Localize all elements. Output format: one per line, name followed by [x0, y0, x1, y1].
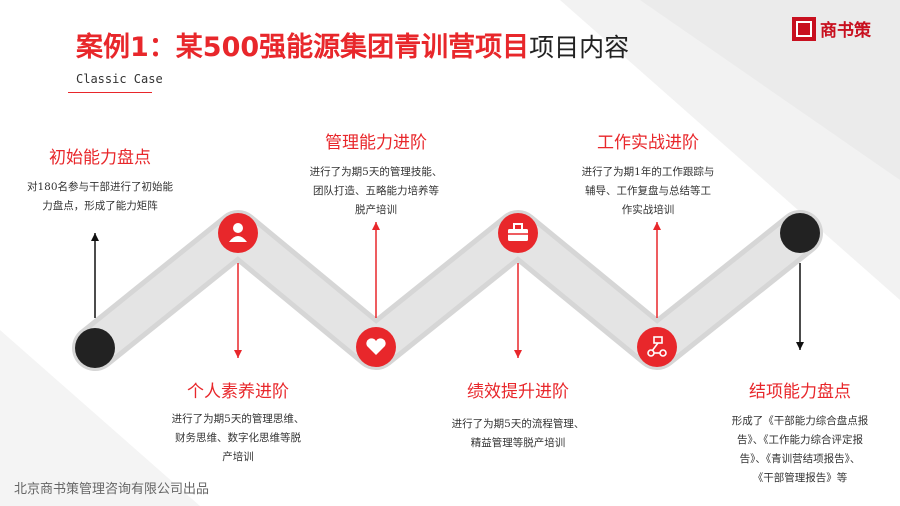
stage-description-line: 产培训: [222, 451, 254, 463]
stage-arrow-3: [372, 222, 380, 318]
brand-logo: 商书策: [792, 16, 871, 41]
stage-node-4: [498, 213, 538, 253]
page-title: 案例1：某500强能源集团青训营项目项目内容: [76, 34, 629, 61]
stage-description-line: 告》、《青训营结项报告》、: [739, 453, 861, 465]
stage-description-line: 进行了为期5天的管理思维、: [171, 413, 305, 425]
heart-icon: [366, 338, 386, 355]
stage-description-line: 形成了《干部能力综合盘点报: [731, 415, 869, 427]
page-subtitle: Classic Case: [76, 72, 163, 86]
stage-description-line: 辅导、工作复盘与总结等工: [585, 185, 711, 197]
stage-description-line: 进行了为期5天的流程管理、: [451, 418, 585, 430]
stage-arrow-2: [234, 263, 242, 358]
stage-arrow-5: [653, 222, 661, 318]
stage-description-2: 进行了为期5天的管理思维、财务思维、数字化思维等脱产培训: [172, 410, 305, 467]
footer-credit: 北京商书策管理咨询有限公司出品: [14, 482, 210, 497]
robot-icon: [647, 336, 667, 357]
stage-description-line: 进行了为期5天的管理技能、: [309, 166, 443, 178]
stage-description-5: 进行了为期1年的工作跟踪与辅导、工作复盘与总结等工作实战培训: [582, 163, 715, 220]
brand-logo-text: 商书策: [820, 21, 871, 41]
stage-description-line: 精益管理等脱产培训: [470, 437, 566, 449]
zigzag-band: [72, 210, 823, 371]
stage-arrow-4: [514, 263, 522, 358]
stage-arrows: [91, 222, 804, 358]
brand-logo-icon: [792, 16, 816, 41]
stage-title-2: 个人素养进阶: [187, 382, 289, 402]
stage-description-line: 财务思维、数字化思维等脱: [175, 432, 301, 444]
stage-node-6: [780, 213, 820, 253]
stage-title-1: 初始能力盘点: [49, 148, 151, 168]
stage-title-3: 管理能力进阶: [325, 133, 427, 153]
stage-description-line: 力盘点，形成了能力矩阵: [42, 200, 158, 212]
person-icon: [229, 223, 247, 242]
zigzag-band-inner: [77, 215, 818, 366]
stage-nodes: [75, 213, 820, 368]
page-title-main: 案例1：某500强能源集团青训营项目: [76, 32, 530, 63]
stage-arrow-6: [796, 263, 804, 350]
stage-title-4: 绩效提升进阶: [467, 382, 569, 402]
subtitle-underline: [68, 92, 152, 93]
stage-description-6: 形成了《干部能力综合盘点报告》、《工作能力综合评定报告》、《青训营结项报告》、《…: [732, 412, 869, 488]
stage-title-5: 工作实战进阶: [597, 133, 699, 153]
stage-description-line: 《干部管理报告》等: [752, 472, 848, 484]
stage-description-line: 作实战培训: [621, 204, 675, 216]
page-title-suffix: 项目内容: [529, 33, 630, 62]
toolbox-icon: [508, 223, 528, 241]
stage-description-line: 脱产培训: [355, 204, 397, 216]
stage-node-3: [356, 327, 396, 367]
stage-description-line: 告》、《工作能力综合评定报: [737, 434, 863, 446]
stage-title-6: 结项能力盘点: [749, 382, 851, 402]
stage-arrow-1: [91, 233, 99, 318]
stage-description-4: 进行了为期5天的流程管理、精益管理等脱产培训: [452, 415, 585, 453]
stage-description-line: 对180名参与干部进行了初始能: [26, 181, 174, 193]
stage-description-3: 进行了为期5天的管理技能、团队打造、五略能力培养等脱产培训: [310, 163, 443, 220]
stage-node-2: [218, 213, 258, 253]
stage-description-line: 团队打造、五略能力培养等: [313, 185, 439, 197]
stage-node-5: [637, 327, 677, 367]
stage-node-1: [75, 328, 115, 368]
stage-description-1: 对180名参与干部进行了初始能力盘点，形成了能力矩阵: [27, 178, 173, 216]
stage-description-line: 进行了为期1年的工作跟踪与: [581, 166, 715, 178]
